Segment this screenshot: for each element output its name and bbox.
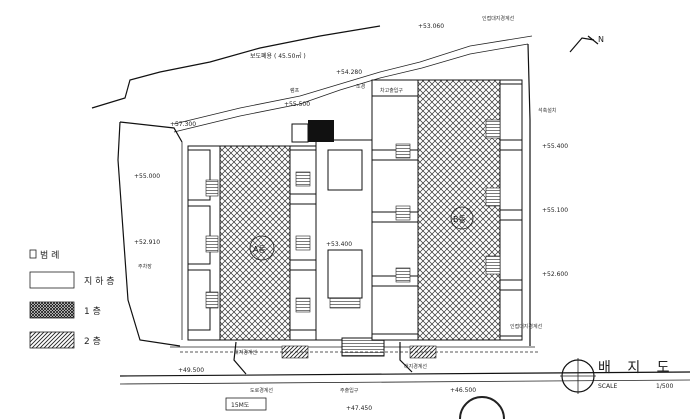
road-area-label: 보도폐용 ( 45.50㎡ ): [250, 52, 306, 60]
garage-label: 차고출입구: [380, 87, 403, 94]
legend: 범 례 지 하 층 1 층 2 층: [29, 249, 115, 349]
elevation-label: +53.400: [326, 241, 352, 248]
building-a: [187, 145, 317, 341]
legend-marker: [29, 249, 37, 259]
legend-swatch-floor2: [29, 331, 75, 349]
elevation-labels: +53.060 +54.280 +55.500 +57.300 +55.000 …: [134, 23, 568, 412]
legend-label-floor1: 1 층: [84, 306, 101, 317]
courtyard: [281, 120, 437, 359]
elevation-label: +55.400: [542, 143, 568, 150]
title-block: 배 지 도 SCALE 1/500: [560, 358, 676, 394]
elevation-label: +55.100: [542, 207, 568, 214]
ramp-label: 램프: [290, 87, 300, 94]
elevation-label: +47.450: [346, 405, 372, 412]
parking-label: 주차장: [138, 263, 152, 270]
boundary-right-label: 인접대지경계선: [510, 323, 543, 330]
garden-label: 조경: [356, 83, 365, 90]
boundary-mid-label: 대지경계선: [234, 349, 257, 356]
seal-icon: [459, 396, 505, 419]
road-width-box: [225, 397, 267, 411]
elevation-label: +52.600: [542, 271, 568, 278]
elevation-label: +49.500: [178, 367, 204, 374]
elevation-label: +52.910: [134, 239, 160, 246]
elevation-label: +57.300: [170, 121, 196, 128]
annotation-labels: 보도폐용 ( 45.50㎡ ) 인접대지경계선 석축설치 조경 차고출입구 램프…: [138, 15, 556, 394]
site-boundary: [91, 25, 691, 385]
legend-swatch-basement: [29, 271, 75, 289]
scale-value: 1/500: [656, 383, 673, 390]
boundary-bottom-label: 대지경계선: [404, 363, 427, 370]
north-label: N: [598, 35, 604, 44]
road-boundary-label: 도로경계선: [250, 387, 273, 394]
elevation-label: +55.500: [284, 101, 310, 108]
elevation-label: +53.060: [418, 23, 444, 30]
north-arrow-icon: N: [569, 35, 604, 53]
building-b-label: B동: [453, 215, 466, 224]
legend-swatch-floor1: [29, 301, 75, 319]
elevation-label: +55.000: [134, 173, 160, 180]
entrance-label: 주출입구: [340, 387, 359, 394]
legend-label-basement: 지 하 층: [84, 276, 115, 287]
building-a-label: A동: [253, 245, 266, 254]
building-b: [371, 79, 523, 341]
boundary-top-label: 인접대지경계선: [482, 15, 515, 22]
road-width-label: 15M도: [231, 402, 250, 409]
elevation-label: +46.500: [450, 387, 476, 394]
elevation-label: +54.280: [336, 69, 362, 76]
drawing-title: 배 지 도: [598, 360, 676, 376]
fence-label: 석축설치: [538, 107, 556, 114]
legend-title: 범 례: [40, 250, 59, 261]
legend-label-floor2: 2 층: [84, 336, 101, 347]
scale-label: SCALE: [598, 383, 617, 390]
